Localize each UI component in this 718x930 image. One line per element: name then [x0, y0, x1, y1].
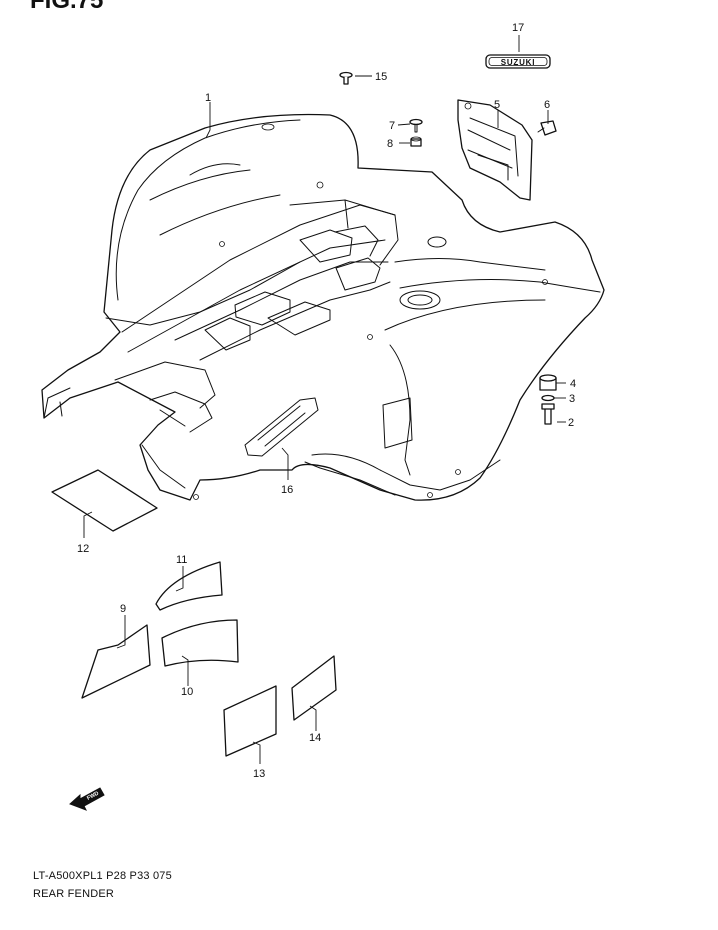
clip	[537, 120, 557, 136]
emblem-text: SUZUKI	[501, 58, 536, 67]
nut	[410, 136, 422, 147]
push-rivet	[339, 71, 353, 85]
callout-14: 14	[309, 732, 321, 744]
rear-fender	[41, 113, 605, 501]
callout-7: 7	[389, 120, 395, 132]
fwd-arrow-icon: FWD	[69, 787, 105, 811]
callout-15: 15	[375, 71, 387, 83]
callout-5: 5	[494, 99, 500, 111]
callout-numbers: 1 2 3 4 5 6 7 8 9 10 11 12 13 14 15 16 1…	[77, 22, 576, 780]
decal-14	[291, 655, 337, 721]
diagram-caption: REAR FENDER	[33, 888, 115, 900]
grommet	[539, 374, 557, 391]
callout-11: 11	[176, 554, 187, 566]
bolt	[541, 403, 555, 425]
decal-11	[155, 561, 223, 611]
decal-9	[81, 624, 151, 699]
callout-9: 9	[120, 603, 126, 615]
callout-6: 6	[544, 99, 550, 111]
screw	[409, 118, 423, 133]
callout-16: 16	[281, 484, 293, 496]
fwd-text: FWD	[86, 791, 100, 802]
callout-13: 13	[253, 768, 265, 780]
callout-1: 1	[205, 92, 211, 104]
callout-3: 3	[569, 393, 575, 405]
callout-17: 17	[512, 22, 524, 34]
callout-8: 8	[387, 138, 393, 150]
decal-13	[223, 685, 277, 757]
suzuki-emblem: SUZUKI	[485, 54, 551, 69]
decal-10	[161, 619, 239, 667]
callout-10: 10	[181, 686, 193, 698]
model-code: LT-A500XPL1 P28 P33 075	[33, 870, 172, 882]
decal-12	[51, 469, 158, 532]
washer	[541, 394, 555, 402]
callout-4: 4	[570, 378, 576, 390]
bracket	[457, 99, 533, 201]
callout-2: 2	[568, 417, 574, 429]
callout-12: 12	[77, 543, 89, 555]
figure-title: FIG.75	[30, 0, 103, 14]
leader-lines	[83, 35, 566, 764]
